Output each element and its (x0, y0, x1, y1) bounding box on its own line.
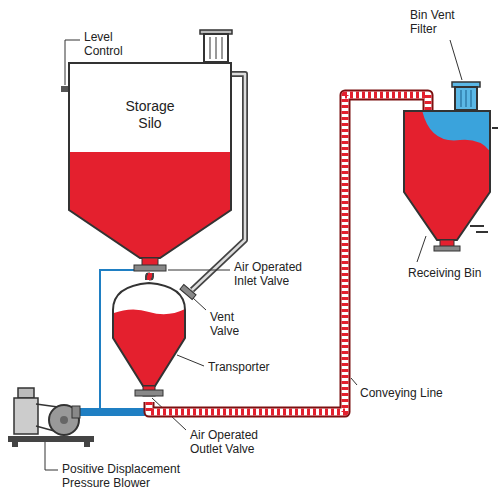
leader-lines (351, 378, 357, 385)
bin-valve-symbol (434, 246, 460, 251)
bin-vent-filter-symbol (461, 90, 462, 107)
leader-lines (45, 40, 462, 470)
silo-dust-collector (204, 34, 228, 62)
part-label: Vent Valve (210, 310, 250, 338)
node-shape (68, 62, 232, 273)
part-label: Air Operated Inlet Valve (234, 260, 324, 288)
silo-outline (69, 63, 231, 258)
part-label: Level Control (84, 30, 144, 58)
blower-air-pipe (76, 412, 149, 413)
storage-silo: Storage Silo (68, 62, 232, 273)
blower-symbol (14, 398, 38, 434)
bin-fittings (476, 231, 488, 233)
node-shape (402, 110, 492, 250)
blower-symbol (84, 442, 90, 447)
blower-symbol (8, 388, 94, 447)
bin-vent-filter-symbol (455, 87, 477, 110)
node-label: Transporter (208, 360, 298, 374)
part-label: Air Operated Outlet Valve (190, 428, 280, 456)
blower-symbol (72, 406, 80, 418)
silo-dust-collector (200, 30, 232, 62)
blower-air-pipe (76, 408, 149, 416)
bin-fittings (470, 225, 484, 227)
blower-symbol (18, 388, 34, 398)
blower-symbol (49, 405, 79, 435)
outlet-valve-symbol (135, 390, 163, 396)
leader-lines (168, 270, 230, 271)
bin-vent-filter-symbol (466, 90, 467, 107)
blower-symbol (60, 416, 68, 424)
leader-lines (193, 298, 206, 310)
bulk-material (402, 110, 492, 250)
level-sensor (61, 86, 68, 92)
connector-stroke (149, 273, 150, 280)
silo-dust-collector (210, 37, 211, 59)
leader-lines (450, 40, 462, 80)
feed-chute (149, 273, 150, 280)
blower-symbol (8, 436, 94, 442)
node-label: Receiving Bin (408, 266, 498, 280)
connector-stroke (149, 273, 150, 280)
part-label: Bin Vent Filter (410, 8, 466, 36)
silo-dust-collector (222, 37, 223, 59)
inlet-valve-symbol (134, 265, 166, 271)
leader-lines (45, 442, 58, 470)
transporter-vessel: Transporter (111, 280, 187, 402)
leader-lines (417, 236, 426, 262)
node-shape (111, 280, 187, 402)
part-label: Conveying Line (360, 386, 460, 400)
receiving-bin: Receiving Bin (402, 110, 492, 250)
blower-symbol (36, 404, 58, 407)
transporter-outline (113, 283, 185, 386)
bin-fittings (492, 127, 498, 129)
bin-outline (404, 111, 490, 240)
level-sensor (61, 86, 68, 92)
node-label: Storage Silo (120, 98, 180, 132)
bin-vent-filter-symbol (471, 90, 472, 107)
leader-lines (177, 355, 204, 366)
vent-valve-symbol (180, 285, 196, 300)
bin-vent-filter-symbol (452, 82, 480, 110)
blower-symbol (12, 442, 18, 447)
part-label: Positive Displacement Pressure Blower (62, 462, 202, 490)
silo-dust-collector (216, 37, 217, 59)
